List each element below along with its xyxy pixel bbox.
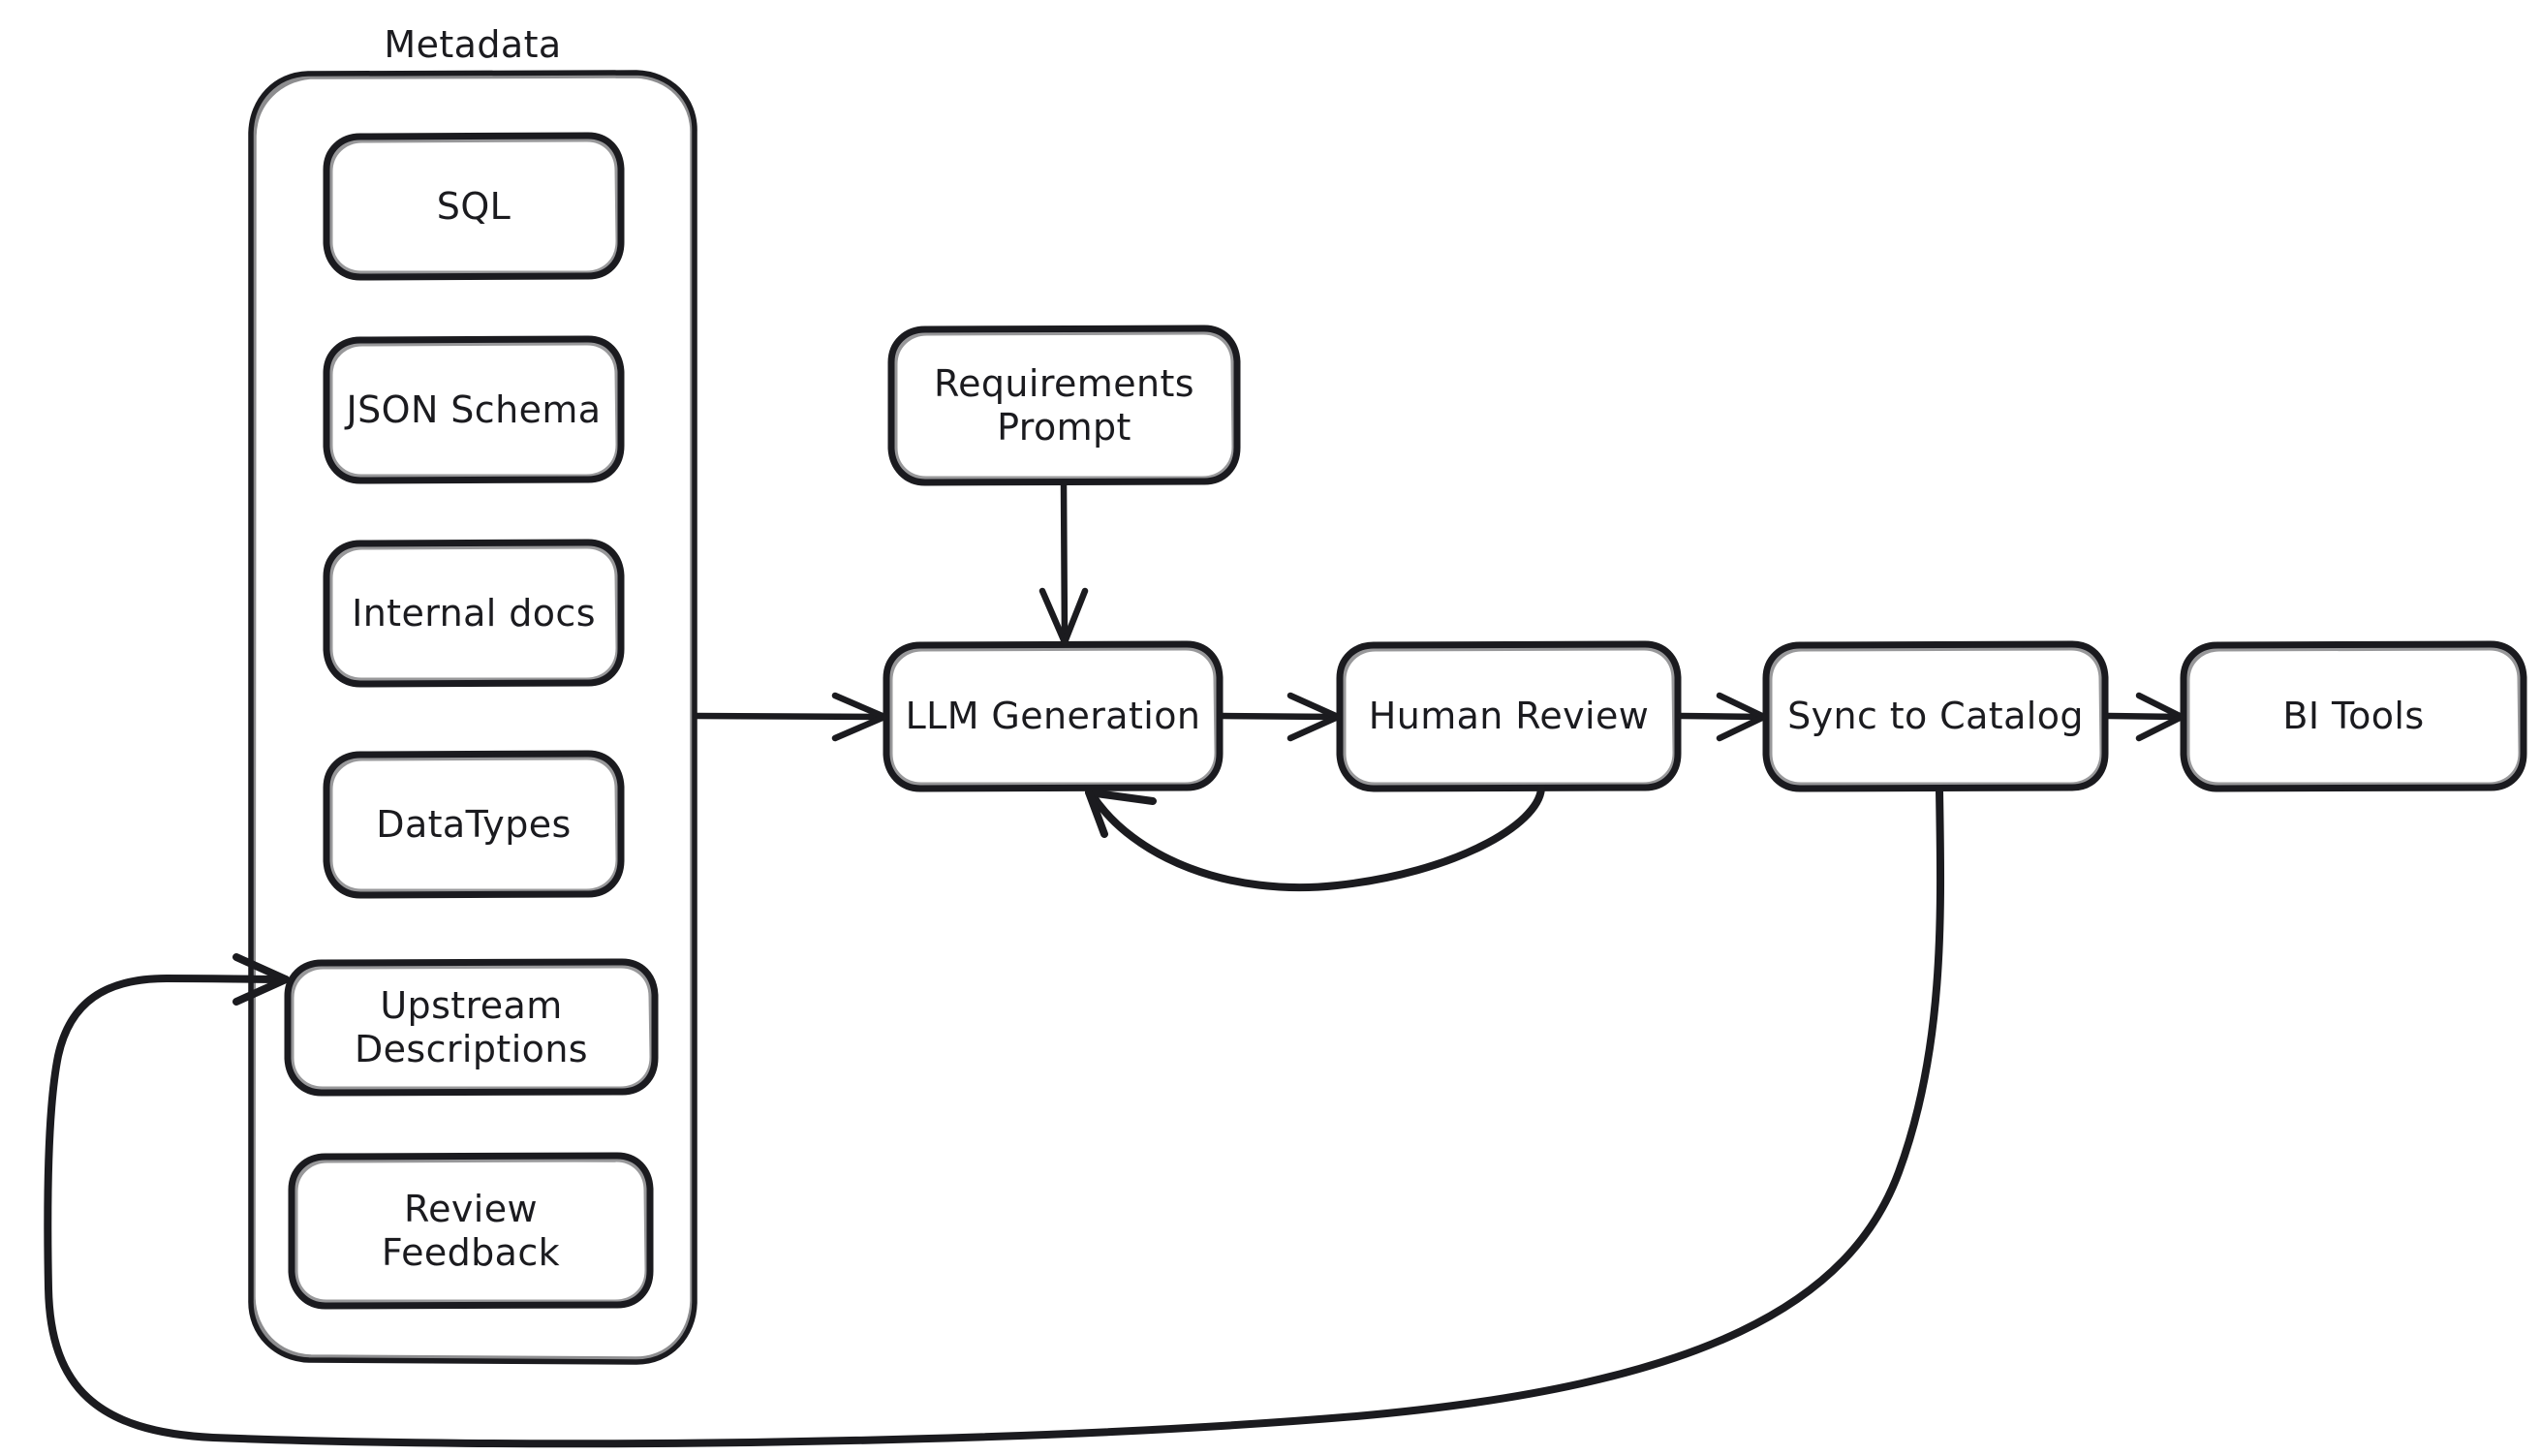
- node-requirements-prompt-shape[interactable]: [887, 325, 1241, 486]
- metadata-box-data-types[interactable]: [326, 754, 621, 895]
- metadata-box-json-schema[interactable]: [326, 339, 621, 480]
- edge-sync-to-bi: [2104, 692, 2185, 742]
- edge-sync-to-upstream: [44, 787, 1945, 1448]
- edge-metadata-to-llm: [693, 692, 888, 742]
- metadata-box-upstream-descriptions[interactable]: [288, 962, 655, 1093]
- metadata-box-review-feedback-shape[interactable]: [288, 1152, 654, 1310]
- metadata-box-sql[interactable]: [326, 136, 621, 277]
- metadata-group-shape[interactable]: [248, 70, 697, 1365]
- node-sync-to-catalog-shape[interactable]: [1762, 640, 2109, 792]
- node-sync-to-catalog[interactable]: [1766, 644, 2105, 789]
- node-human-review-shape[interactable]: [1336, 640, 1682, 792]
- metadata-box-internal-docs[interactable]: [326, 542, 621, 684]
- metadata-box-data-types-shape[interactable]: [323, 750, 625, 899]
- edge-prompt-to-llm: [1038, 480, 1089, 646]
- metadata-box-upstream-descriptions-shape[interactable]: [284, 958, 659, 1097]
- edge-review-to-sync: [1677, 692, 1768, 742]
- edge-review-to-llm-feedback: [1085, 785, 1545, 892]
- metadata-box-internal-docs-shape[interactable]: [323, 539, 625, 688]
- metadata-box-review-feedback[interactable]: [292, 1156, 650, 1306]
- node-requirements-prompt[interactable]: [891, 328, 1237, 482]
- node-llm-generation[interactable]: [886, 644, 1220, 789]
- metadata-group-title: Metadata: [384, 23, 562, 66]
- node-human-review[interactable]: [1340, 644, 1678, 789]
- node-bi-tools-shape[interactable]: [2180, 640, 2527, 792]
- metadata-box-sql-shape[interactable]: [323, 132, 625, 281]
- node-llm-generation-shape[interactable]: [883, 640, 1224, 792]
- metadata-box-json-schema-shape[interactable]: [323, 335, 625, 484]
- node-bi-tools[interactable]: [2184, 644, 2524, 789]
- edge-llm-to-review: [1219, 692, 1342, 742]
